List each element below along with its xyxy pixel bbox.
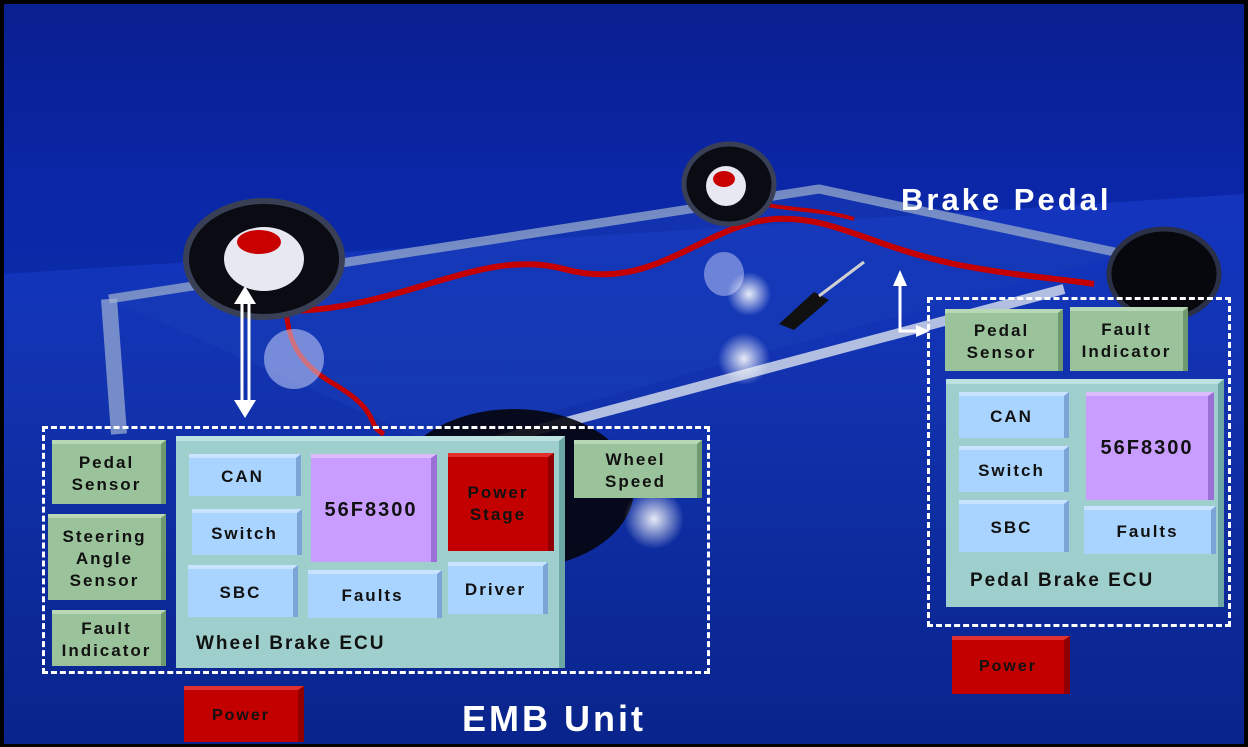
- fault-indicator-block-right: Fault Indicator: [1070, 307, 1188, 371]
- sbc-module: SBC: [188, 565, 298, 617]
- emb-unit-label: EMB Unit: [462, 698, 646, 739]
- pedal-unit-boundary: [927, 297, 1231, 627]
- power-stage-module: Power Stage: [448, 453, 554, 551]
- wheel-brake-ecu-label: Wheel Brake ECU: [196, 633, 386, 654]
- faults-module-right: Faults: [1084, 506, 1216, 554]
- fault-indicator-block: Fault Indicator: [52, 610, 166, 666]
- emb-power-block: Power: [184, 686, 304, 742]
- switch-module: Switch: [192, 509, 302, 555]
- pedal-power-block: Power: [952, 636, 1070, 694]
- driver-module: Driver: [448, 562, 548, 614]
- switch-module-right: Switch: [959, 446, 1069, 492]
- sbc-module-right: SBC: [959, 500, 1069, 552]
- emb-diagram-canvas: Brake Pedal Pedal Sensor Steering Angle …: [4, 4, 1244, 744]
- processor-56f8300-right: 56F8300: [1086, 392, 1214, 500]
- pedal-sensor-block-right: Pedal Sensor: [945, 309, 1063, 371]
- emb-unit-boundary: [42, 426, 710, 674]
- diagram-title: Brake Pedal: [901, 182, 1112, 217]
- pedal-brake-ecu-label: Pedal Brake ECU: [970, 570, 1155, 591]
- steering-angle-sensor-block: Steering Angle Sensor: [48, 514, 166, 600]
- faults-module: Faults: [308, 570, 442, 618]
- can-module: CAN: [189, 454, 301, 496]
- processor-56f8300: 56F8300: [311, 454, 437, 562]
- wheel-speed-block: Wheel Speed: [574, 440, 702, 498]
- pedal-sensor-block: Pedal Sensor: [52, 440, 166, 504]
- can-module-right: CAN: [959, 392, 1069, 438]
